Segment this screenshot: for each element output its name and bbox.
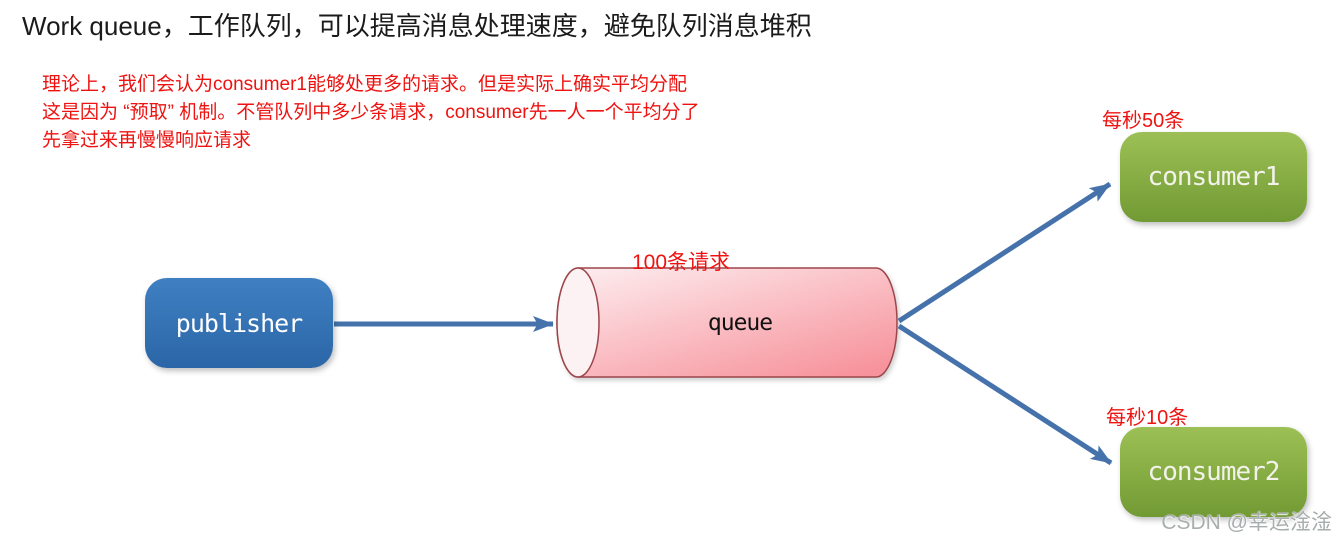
queue-count-label: 100条请求 — [632, 251, 731, 274]
annotation-line-2: 这是因为 “预取” 机制。不管队列中多少条请求，consumer先一人一个平均分… — [42, 102, 700, 123]
queue-cylinder-cap — [556, 267, 600, 378]
publisher-label: publisher — [175, 308, 303, 338]
consumer2-label: consumer2 — [1147, 457, 1281, 487]
arrow-queue-to-consumer2 — [897, 323, 1113, 466]
queue-cylinder — [556, 267, 898, 378]
publisher-node: publisher — [145, 278, 333, 368]
consumer2-rate-label: 每秒10条 — [1106, 407, 1189, 429]
consumer1-node: consumer1 — [1120, 132, 1307, 222]
annotation-note: 理论上，我们会认为consumer1能够处更多的请求。但是实际上确实平均分配 这… — [42, 71, 700, 155]
annotation-line-1: 理论上，我们会认为consumer1能够处更多的请求。但是实际上确实平均分配 — [42, 74, 687, 95]
consumer1-label: consumer1 — [1147, 162, 1281, 192]
page-title: Work queue，工作队列，可以提高消息处理速度，避免队列消息堆积 — [22, 11, 812, 41]
annotation-line-3: 先拿过来再慢慢响应请求 — [42, 130, 252, 151]
arrow-queue-to-consumer1 — [897, 181, 1112, 324]
consumer1-rate-label: 每秒50条 — [1102, 110, 1185, 132]
watermark: CSDN @幸运淦淦 — [1161, 511, 1332, 534]
queue-label: queue — [707, 310, 773, 336]
consumer2-node: consumer2 — [1120, 427, 1307, 517]
